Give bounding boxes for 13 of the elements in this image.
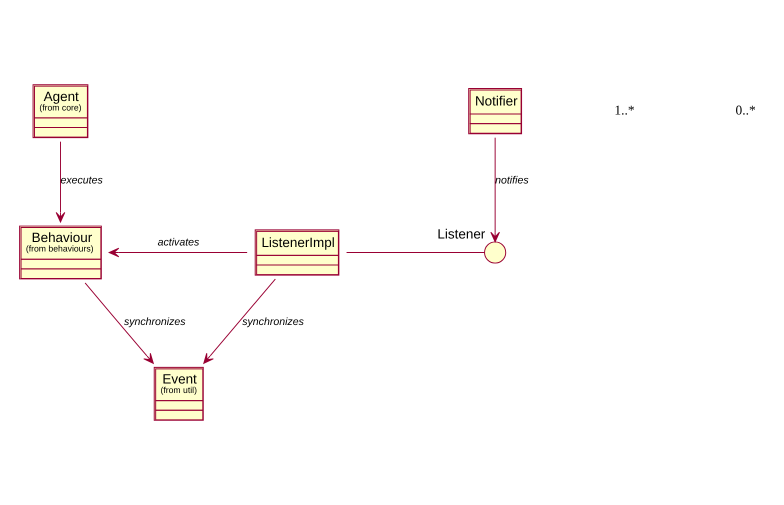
label: 0..* xyxy=(736,102,756,118)
arrow xyxy=(490,137,500,242)
node-label: Listener xyxy=(437,226,486,242)
arrow xyxy=(56,141,66,222)
connector xyxy=(346,252,485,253)
label: 1..* xyxy=(614,102,635,118)
edge-label: synchronizes xyxy=(242,316,304,328)
edge-label: activates xyxy=(158,236,200,249)
arrow xyxy=(203,278,276,364)
arrow xyxy=(84,282,154,364)
node-circle xyxy=(484,241,506,264)
edge-label: synchronizes xyxy=(124,316,186,328)
arrow xyxy=(108,248,248,258)
